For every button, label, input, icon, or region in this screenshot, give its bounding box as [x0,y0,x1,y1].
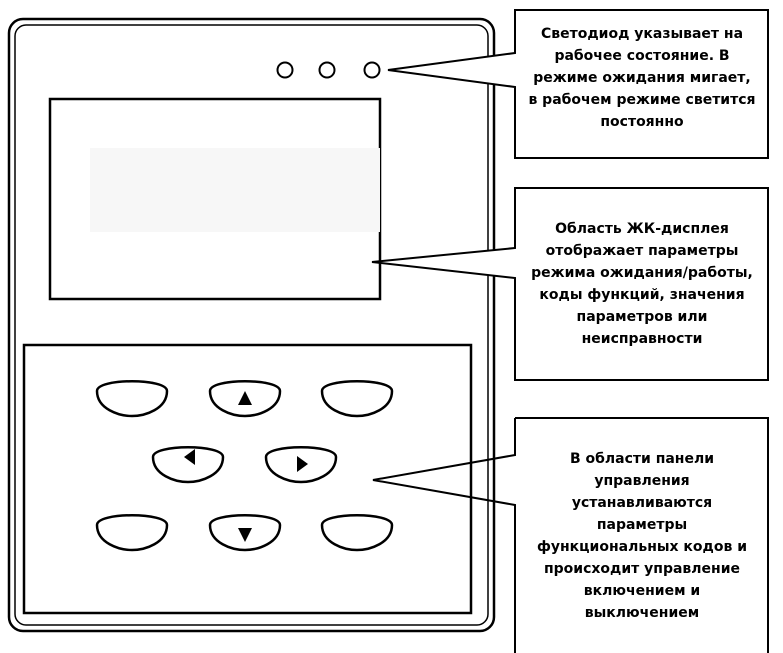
keypad-callout-box [372,417,769,653]
indicator-led-3 [363,61,381,79]
keypad-callout-text: В области панели управления устанавливаю… [536,451,748,621]
bottom-right-button[interactable] [320,514,394,552]
lcd-display-band [90,148,380,232]
lcd-callout-box [371,187,769,381]
indicator-led-2 [318,61,336,79]
led-callout-text: Светодиод указывает на рабочее состояние… [528,26,756,130]
device-outer-frame [7,17,496,633]
bottom-left-button[interactable] [95,514,169,552]
led-callout-box [387,9,769,159]
lcd-callout-text: Область ЖК-дисплея отображает параметры … [531,221,753,347]
keypad-panel [22,343,473,615]
arrow-right-icon [297,456,308,472]
arrow-left-icon [184,449,195,465]
top-right-button[interactable] [320,380,394,418]
arrow-up-icon [238,391,252,405]
indicator-led-1 [276,61,294,79]
device-inner-frame [14,24,489,626]
top-left-button[interactable] [95,380,169,418]
left-button[interactable] [151,446,225,484]
arrow-down-icon [238,528,252,542]
